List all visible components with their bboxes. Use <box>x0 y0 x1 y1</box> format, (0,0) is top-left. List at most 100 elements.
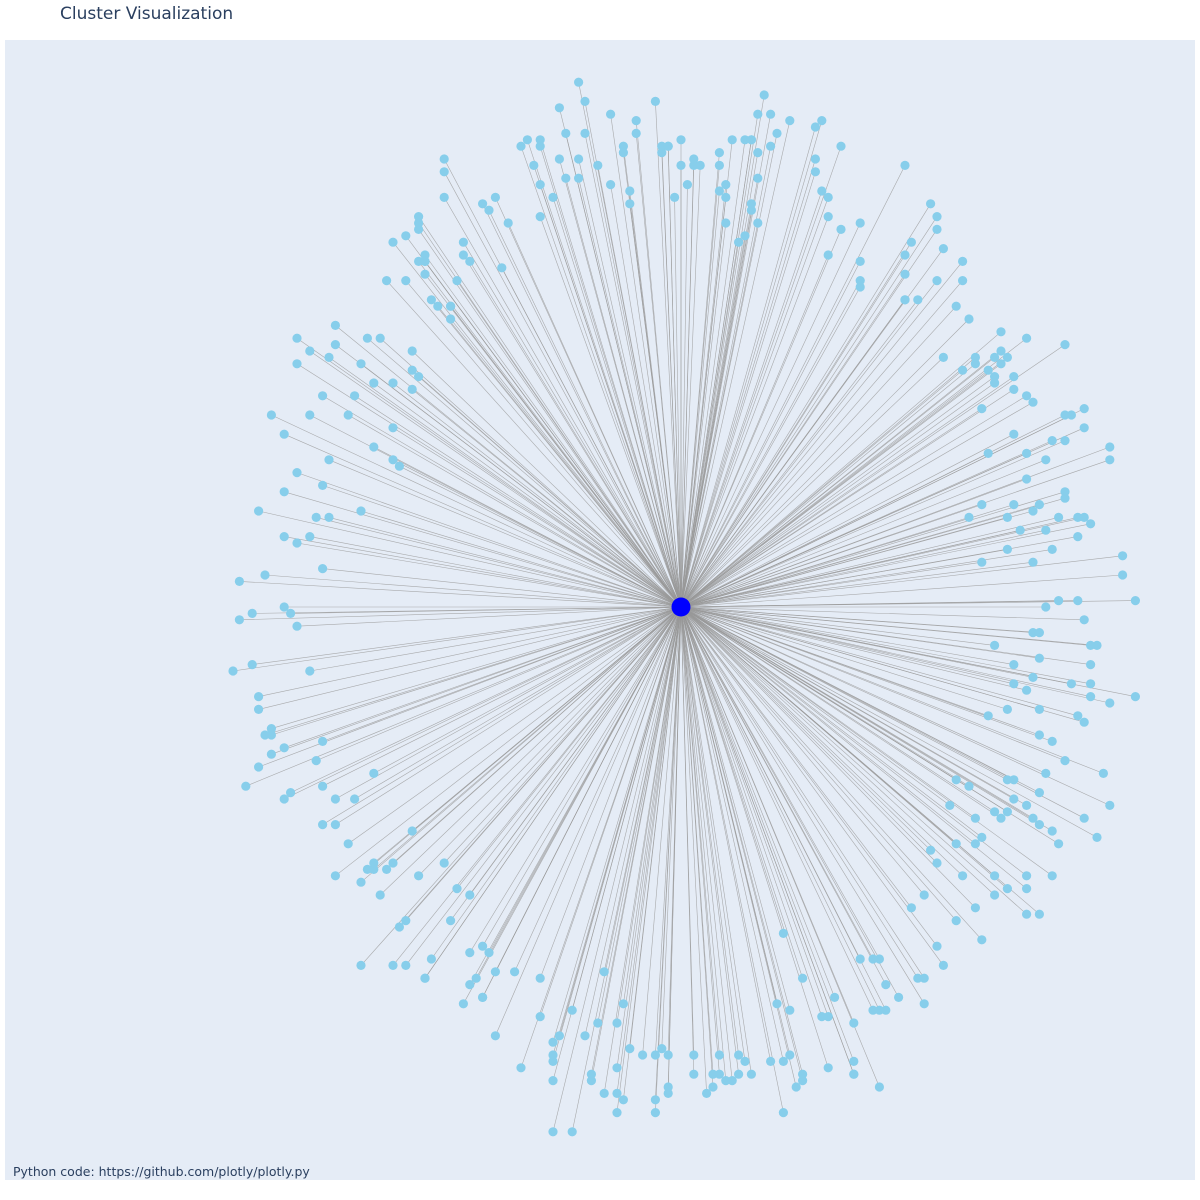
leaf-node[interactable] <box>753 148 763 158</box>
leaf-node[interactable] <box>849 1069 859 1079</box>
leaf-node[interactable] <box>1047 436 1057 446</box>
leaf-node[interactable] <box>919 890 929 900</box>
leaf-node[interactable] <box>420 269 430 279</box>
leaf-node[interactable] <box>919 999 929 1009</box>
center-node[interactable] <box>671 597 691 617</box>
leaf-node[interactable] <box>305 410 315 420</box>
leaf-node[interactable] <box>382 276 392 286</box>
leaf-node[interactable] <box>1009 679 1019 689</box>
leaf-node[interactable] <box>1079 813 1089 823</box>
leaf-node[interactable] <box>830 992 840 1003</box>
leaf-node[interactable] <box>753 173 763 183</box>
leaf-node[interactable] <box>478 941 488 951</box>
leaf-node[interactable] <box>382 864 392 875</box>
leaf-node[interactable] <box>932 224 942 234</box>
leaf-node[interactable] <box>650 96 661 106</box>
leaf-node[interactable] <box>433 301 443 311</box>
leaf-node[interactable] <box>1009 794 1019 804</box>
leaf-node[interactable] <box>977 935 987 945</box>
leaf-node[interactable] <box>874 1005 885 1015</box>
leaf-node[interactable] <box>407 346 417 356</box>
leaf-node[interactable] <box>1009 372 1019 382</box>
leaf-node[interactable] <box>823 1012 833 1022</box>
leaf-node[interactable] <box>650 1050 661 1060</box>
leaf-node[interactable] <box>714 160 725 170</box>
leaf-node[interactable] <box>958 871 968 881</box>
leaf-node[interactable] <box>990 352 1000 362</box>
leaf-node[interactable] <box>1041 525 1051 535</box>
leaf-node[interactable] <box>1098 768 1108 779</box>
leaf-node[interactable] <box>932 212 942 222</box>
leaf-node[interactable] <box>913 973 923 983</box>
leaf-node[interactable] <box>810 122 821 132</box>
leaf-node[interactable] <box>458 999 468 1009</box>
leaf-node[interactable] <box>286 608 296 619</box>
leaf-node[interactable] <box>1079 404 1089 414</box>
leaf-node[interactable] <box>721 1076 731 1086</box>
leaf-node[interactable] <box>586 1076 597 1086</box>
leaf-node[interactable] <box>247 608 257 619</box>
leaf-node[interactable] <box>1118 570 1128 580</box>
leaf-node[interactable] <box>490 192 500 202</box>
leaf-node[interactable] <box>439 858 449 868</box>
leaf-node[interactable] <box>471 973 481 983</box>
leaf-node[interactable] <box>260 730 270 740</box>
leaf-node[interactable] <box>305 666 315 676</box>
leaf-node[interactable] <box>868 954 878 964</box>
leaf-node[interactable] <box>1054 839 1064 849</box>
leaf-node[interactable] <box>369 858 379 868</box>
leaf-node[interactable] <box>503 218 513 228</box>
leaf-node[interactable] <box>631 128 641 138</box>
leaf-node[interactable] <box>990 372 1000 382</box>
leaf-node[interactable] <box>414 218 424 228</box>
leaf-node[interactable] <box>791 1082 801 1092</box>
leaf-node[interactable] <box>1009 384 1019 394</box>
leaf-node[interactable] <box>356 877 366 887</box>
leaf-node[interactable] <box>1060 756 1070 766</box>
leaf-node[interactable] <box>785 116 795 126</box>
leaf-node[interactable] <box>932 941 942 951</box>
leaf-node[interactable] <box>836 224 846 234</box>
leaf-node[interactable] <box>778 1108 789 1118</box>
leaf-node[interactable] <box>990 807 1000 817</box>
leaf-node[interactable] <box>650 1108 661 1118</box>
leaf-node[interactable] <box>958 256 968 266</box>
leaf-node[interactable] <box>279 743 289 753</box>
leaf-node[interactable] <box>279 602 289 612</box>
leaf-node[interactable] <box>388 960 398 971</box>
leaf-node[interactable] <box>426 954 436 964</box>
leaf-node[interactable] <box>868 1005 878 1015</box>
leaf-node[interactable] <box>1022 800 1032 811</box>
leaf-node[interactable] <box>951 775 961 785</box>
leaf-node[interactable] <box>561 128 571 138</box>
leaf-node[interactable] <box>996 346 1006 356</box>
leaf-node[interactable] <box>1066 410 1076 420</box>
leaf-node[interactable] <box>740 1056 750 1066</box>
leaf-node[interactable] <box>1015 525 1025 535</box>
leaf-node[interactable] <box>663 1050 673 1060</box>
leaf-node[interactable] <box>554 1031 565 1041</box>
leaf-node[interactable] <box>938 352 949 362</box>
leaf-node[interactable] <box>388 455 398 465</box>
leaf-node[interactable] <box>254 704 264 715</box>
leaf-node[interactable] <box>670 192 680 202</box>
leaf-node[interactable] <box>599 1088 609 1098</box>
leaf-node[interactable] <box>535 212 545 222</box>
leaf-node[interactable] <box>766 141 776 151</box>
leaf-node[interactable] <box>420 256 430 266</box>
leaf-node[interactable] <box>490 1031 500 1041</box>
leaf-node[interactable] <box>1022 884 1032 894</box>
leaf-node[interactable] <box>753 218 763 228</box>
leaf-node[interactable] <box>926 845 936 855</box>
leaf-node[interactable] <box>695 160 705 170</box>
leaf-node[interactable] <box>356 960 366 971</box>
leaf-node[interactable] <box>1105 698 1115 708</box>
leaf-node[interactable] <box>375 890 385 900</box>
leaf-node[interactable] <box>631 116 641 126</box>
leaf-node[interactable] <box>580 1031 590 1041</box>
leaf-node[interactable] <box>324 352 334 362</box>
leaf-node[interactable] <box>548 192 558 202</box>
leaf-node[interactable] <box>535 180 545 190</box>
leaf-node[interactable] <box>1022 871 1032 881</box>
leaf-node[interactable] <box>689 154 699 164</box>
